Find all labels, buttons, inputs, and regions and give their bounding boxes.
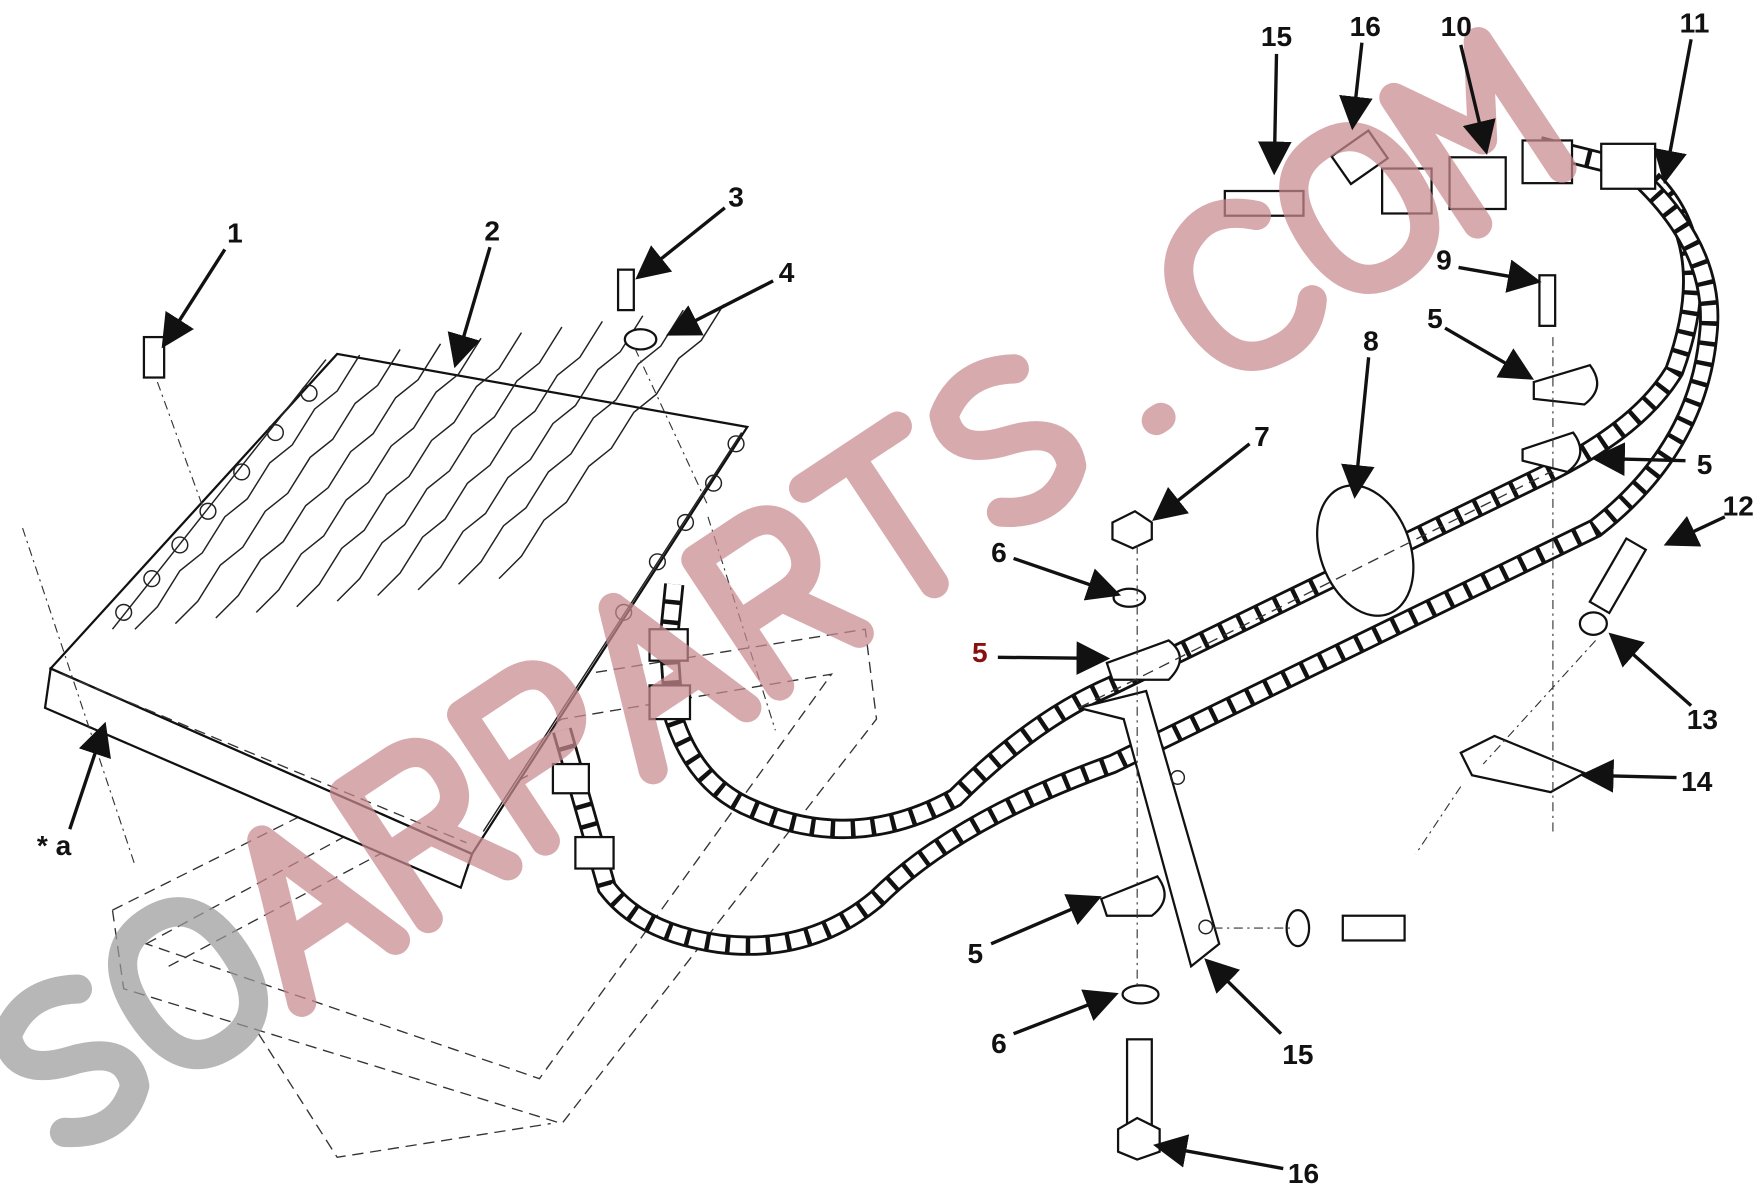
condenser-fin [255, 337, 482, 613]
callout-arrows [68, 39, 1726, 1171]
callout-8: 8 [1363, 326, 1379, 357]
mounting-bracket [1078, 689, 1221, 969]
callout-4: 4 [779, 257, 795, 288]
callout-5-right: 5 [1697, 449, 1713, 480]
watermark-glyph [1164, 198, 1327, 371]
center-lines [22, 337, 1597, 989]
condenser-fin [296, 332, 523, 608]
watermark [0, 27, 1577, 1148]
callout-6-upper: 6 [991, 537, 1007, 568]
callout-13: 13 [1687, 704, 1718, 735]
callout-7: 7 [1254, 421, 1270, 452]
hose-clips [1099, 363, 1599, 917]
callout-10: 10 [1441, 11, 1472, 42]
condenser-fin [215, 343, 442, 619]
watermark-glyph [329, 737, 523, 934]
hardware [142, 129, 1648, 1161]
condenser-core [43, 304, 750, 890]
callout-6-lower: 6 [991, 1028, 1007, 1059]
callout-note-a: * a [37, 830, 72, 861]
condenser-fin [134, 354, 361, 630]
condenser-fin [498, 304, 725, 580]
bracket-hole [1198, 919, 1214, 935]
watermark-glyph [108, 897, 269, 1070]
callout-5-lower: 5 [968, 938, 984, 969]
callout-12: 12 [1723, 491, 1754, 522]
callout-14: 14 [1681, 766, 1713, 797]
callout-2: 2 [484, 215, 500, 246]
watermark-glyph [598, 592, 762, 785]
watermark-glyph [1141, 402, 1176, 436]
hose-ring [1316, 484, 1415, 617]
condenser-fin [417, 315, 644, 591]
watermark-glyph [447, 660, 587, 856]
watermark-glyph [1279, 122, 1440, 294]
watermark-glyph [789, 411, 949, 599]
condenser-fin [458, 309, 684, 585]
callout-15-top: 15 [1261, 21, 1292, 52]
callout-labels: 1 2 3 4 5 6 7 8 9 5 5 10 11 12 13 14 15 … [37, 8, 1754, 1190]
watermark-glyph [0, 974, 150, 1148]
callout-9: 9 [1436, 245, 1452, 276]
watermark-glyph [929, 354, 1087, 527]
callout-15-bottom: 15 [1282, 1039, 1313, 1070]
bracket-hole [1170, 770, 1186, 785]
condenser-fin [336, 326, 563, 602]
callout-5-upper: 5 [1427, 303, 1443, 334]
condenser-fin [174, 349, 401, 625]
watermark-glyph [247, 825, 411, 1017]
callout-3: 3 [728, 182, 744, 213]
callout-16-top: 16 [1350, 11, 1381, 42]
callout-16-bottom: 16 [1288, 1158, 1319, 1189]
watermark-glyph [681, 505, 874, 701]
callout-5-middle: 5 [972, 637, 988, 668]
condenser-fin [377, 320, 603, 597]
callout-11: 11 [1680, 8, 1710, 39]
callout-1: 1 [227, 218, 243, 249]
